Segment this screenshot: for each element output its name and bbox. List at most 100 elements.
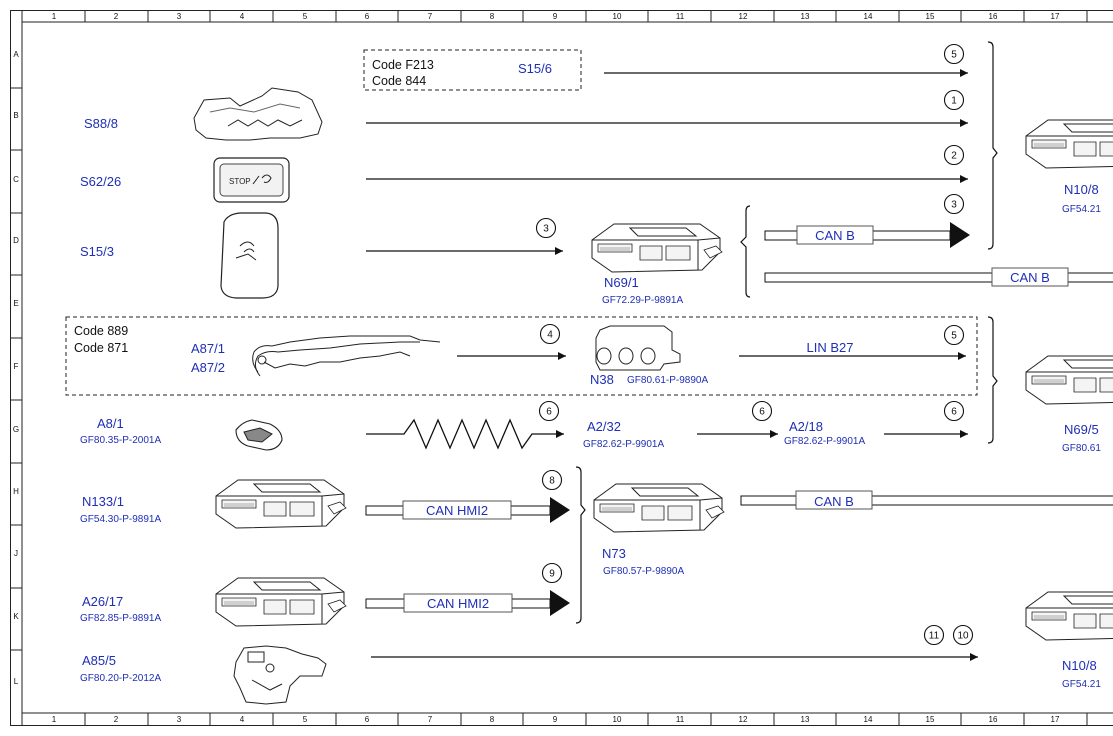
svg-text:11: 11 xyxy=(929,631,940,642)
ref-a26-17: GF82.85-P-9891A xyxy=(80,613,161,624)
group-brackets xyxy=(575,41,998,624)
grid-col-bottom-3: 3 xyxy=(177,715,182,724)
grid-col-top-4: 4 xyxy=(240,12,245,21)
ref-n73: GF80.57-P-9890A xyxy=(603,566,684,577)
grid-col-bottom-14: 14 xyxy=(864,715,873,724)
label-a2-32: A2/32 xyxy=(587,419,621,434)
marker-m2: 2 xyxy=(943,144,965,166)
control-unit-n73-icon xyxy=(593,483,725,533)
grid-col-top-2: 2 xyxy=(114,12,119,21)
grid-col-top-10: 10 xyxy=(613,12,622,21)
grid-col-bottom-17: 17 xyxy=(1051,715,1060,724)
marker-m6a: 6 xyxy=(538,400,560,422)
control-unit-n69-1-icon xyxy=(591,223,723,273)
grid-row-A: A xyxy=(13,50,19,59)
marker-m11: 11 xyxy=(923,624,945,646)
code-box-mid xyxy=(65,316,978,396)
label-a87-2: A87/2 xyxy=(191,360,225,375)
grid-col-top-9: 9 xyxy=(553,12,558,21)
stop-button-text: STOP xyxy=(229,177,251,186)
grid-col-top-5: 5 xyxy=(303,12,308,21)
control-unit-n69-5-icon xyxy=(1025,355,1113,405)
bracket-n10-8-top xyxy=(987,41,998,250)
label-n133-1: N133/1 xyxy=(82,494,124,509)
marker-m3a: 3 xyxy=(535,217,557,239)
grid-col-top-13: 13 xyxy=(801,12,810,21)
code-text-844: Code 844 xyxy=(372,74,426,88)
bracket-n73 xyxy=(575,466,586,624)
bus-label-can-hmi2-2: CAN HMI2 xyxy=(427,596,489,611)
ref-n10-8-bottom: GF54.21 xyxy=(1062,679,1101,690)
label-s88-8: S88/8 xyxy=(84,116,118,131)
label-a2-18: A2/18 xyxy=(789,419,823,434)
svg-text:2: 2 xyxy=(951,151,957,162)
ref-a8-1: GF80.35-P-2001A xyxy=(80,435,161,446)
label-n10-8-top: N10/8 xyxy=(1064,182,1099,197)
bus-can-b-3: CAN B xyxy=(740,490,1113,510)
control-unit-n10-8-top-icon xyxy=(1025,119,1113,169)
bus-label-can-hmi2-1: CAN HMI2 xyxy=(426,503,488,518)
marker-m1: 1 xyxy=(943,89,965,111)
bus-can-hmi2-2: CAN HMI2 xyxy=(365,590,570,616)
grid-row-E: E xyxy=(13,299,18,308)
label-a85-5: A85/5 xyxy=(82,653,116,668)
key-switch-icon xyxy=(220,212,279,299)
grid-col-bottom-15: 15 xyxy=(926,715,935,724)
control-unit-n133-1-icon xyxy=(215,479,347,529)
control-unit-n10-8-bottom-icon xyxy=(1025,591,1113,641)
marker-m5a: 5 xyxy=(943,43,965,65)
grid-col-top-7: 7 xyxy=(428,12,433,21)
grid-col-bottom-5: 5 xyxy=(303,715,308,724)
grid-col-bottom-12: 12 xyxy=(739,715,748,724)
label-s15-3: S15/3 xyxy=(80,244,114,259)
bus-can-b-1: CAN B xyxy=(764,222,970,248)
ref-n10-8-top: GF54.21 xyxy=(1062,204,1101,215)
drawing-frame xyxy=(10,10,1113,726)
marker-m9: 9 xyxy=(541,562,563,584)
ref-n69-5: GF80.61 xyxy=(1062,443,1101,454)
label-a26-17: A26/17 xyxy=(82,594,123,609)
n38-module-icon xyxy=(595,325,681,371)
svg-text:6: 6 xyxy=(759,407,765,418)
grid-col-bottom-6: 6 xyxy=(365,715,370,724)
grid-row-J: J xyxy=(14,549,18,558)
ref-a2-18: GF82.62-P-9901A xyxy=(784,436,865,447)
marker-m6c: 6 xyxy=(943,400,965,422)
label-a8-1: A8/1 xyxy=(97,416,124,431)
label-s15-6: S15/6 xyxy=(518,61,552,76)
grid-row-K: K xyxy=(13,612,19,621)
grid-col-top-3: 3 xyxy=(177,12,182,21)
grid-col-top-6: 6 xyxy=(365,12,370,21)
svg-text:1: 1 xyxy=(951,96,957,107)
svg-text:3: 3 xyxy=(951,200,957,211)
grid-row-L: L xyxy=(14,677,19,686)
code-text-f213: Code F213 xyxy=(372,58,434,72)
grid-col-bottom-10: 10 xyxy=(613,715,622,724)
label-n69-1: N69/1 xyxy=(604,275,639,290)
grid-col-bottom-9: 9 xyxy=(553,715,558,724)
bus-can-b-2: CAN B xyxy=(764,267,1113,287)
grid-row-C: C xyxy=(13,175,19,184)
label-s62-26: S62/26 xyxy=(80,174,121,189)
grid-col-bottom-7: 7 xyxy=(428,715,433,724)
grid-col-bottom-2: 2 xyxy=(114,715,119,724)
ref-n38: GF80.61-P-9890A xyxy=(627,375,708,386)
ref-n69-1: GF72.29-P-9891A xyxy=(602,295,683,306)
control-units xyxy=(215,119,1113,641)
grid-row-B: B xyxy=(13,111,18,120)
grid-col-top-11: 11 xyxy=(676,12,685,21)
label-a87-1: A87/1 xyxy=(191,341,225,356)
ref-n133-1: GF54.30-P-9891A xyxy=(80,514,161,525)
signal-lines xyxy=(366,69,978,661)
code-text-871: Code 871 xyxy=(74,341,128,355)
code-text-889: Code 889 xyxy=(74,324,128,338)
switch-panel-icon xyxy=(193,87,323,141)
code-box-top xyxy=(363,49,582,91)
door-lock-icon xyxy=(233,645,327,705)
svg-text:4: 4 xyxy=(547,330,553,341)
grid-row-D: D xyxy=(13,236,19,245)
stop-button-icon: STOP xyxy=(213,157,290,203)
